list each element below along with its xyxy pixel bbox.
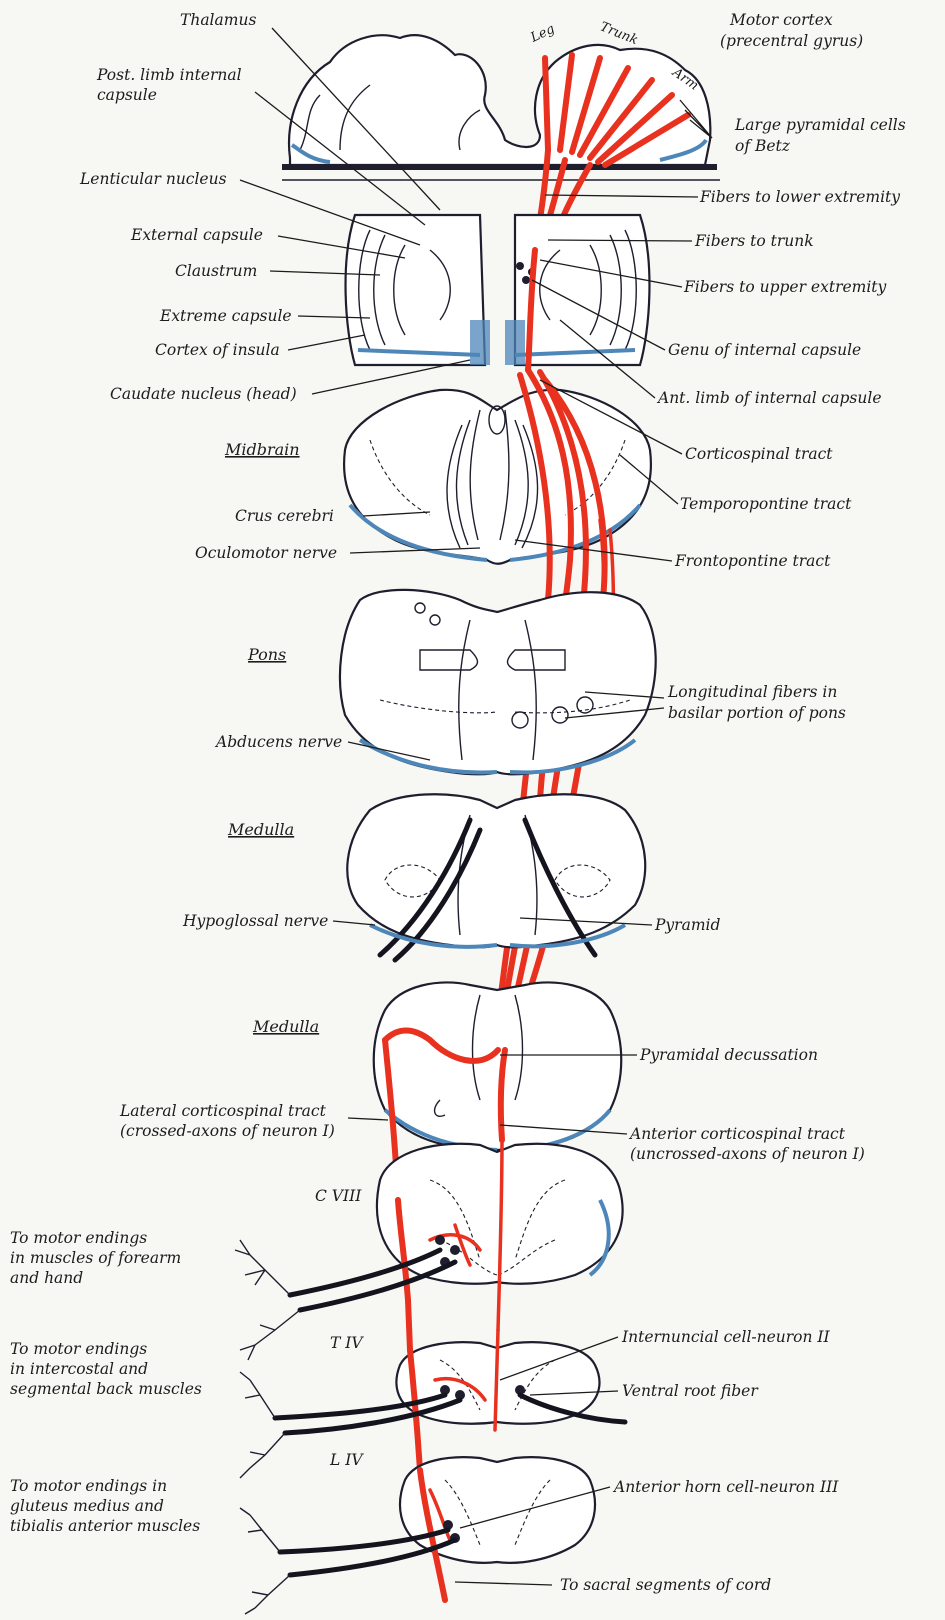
label-frontopontine: Frontopontine tract bbox=[674, 552, 831, 570]
spinal-cord-l4-section bbox=[280, 1457, 595, 1600]
label-forearm-3: and hand bbox=[10, 1269, 83, 1287]
label-temporopontine: Temporopontine tract bbox=[680, 495, 852, 513]
label-c8: C VIII bbox=[315, 1187, 362, 1205]
label-fibers-upper: Fibers to upper extremity bbox=[683, 278, 887, 296]
internal-capsule-section bbox=[346, 215, 650, 370]
label-gluteus-3: tibialis anterior muscles bbox=[10, 1517, 200, 1535]
label-decussation: Pyramidal decussation bbox=[639, 1046, 818, 1064]
pons-section bbox=[340, 590, 656, 774]
label-ant-limb: Ant. limb of internal capsule bbox=[656, 389, 882, 407]
label-pons: Pons bbox=[247, 645, 286, 664]
label-trunk: Trunk bbox=[598, 19, 640, 48]
label-crus: Crus cerebri bbox=[235, 507, 334, 525]
label-ventral-root: Ventral root fiber bbox=[622, 1382, 759, 1400]
label-longitudinal-1: Longitudinal fibers in bbox=[667, 683, 837, 701]
label-lateral-cst-1: Lateral corticospinal tract bbox=[119, 1102, 327, 1120]
label-betz-2: of Betz bbox=[735, 137, 791, 155]
label-abducens: Abducens nerve bbox=[214, 733, 342, 751]
label-genu: Genu of internal capsule bbox=[668, 341, 861, 359]
upper-medulla-section bbox=[347, 794, 645, 960]
label-post-limb-1: Post. limb internal bbox=[96, 66, 242, 84]
label-anterior-cst-2: (uncrossed-axons of neuron I) bbox=[630, 1145, 865, 1163]
label-medulla-1: Medulla bbox=[227, 820, 294, 839]
label-anterior-cst-1: Anterior corticospinal tract bbox=[628, 1125, 846, 1143]
label-pyramid: Pyramid bbox=[654, 916, 720, 934]
label-anterior-horn: Anterior horn cell-neuron III bbox=[612, 1478, 839, 1496]
label-external-capsule: External capsule bbox=[130, 226, 263, 244]
label-fibers-lower: Fibers to lower extremity bbox=[699, 188, 900, 206]
label-l4: L IV bbox=[329, 1451, 364, 1469]
label-longitudinal-2: basilar portion of pons bbox=[668, 704, 846, 722]
label-gluteus-2: gluteus medius and bbox=[10, 1497, 164, 1515]
label-leg: Leg bbox=[528, 22, 558, 46]
label-oculomotor: Oculomotor nerve bbox=[195, 544, 337, 562]
label-post-limb-2: capsule bbox=[97, 86, 157, 104]
label-fibers-trunk: Fibers to trunk bbox=[694, 232, 814, 250]
label-motor-cortex-1: Motor cortex bbox=[729, 11, 833, 29]
label-corticospinal: Corticospinal tract bbox=[685, 445, 833, 463]
spinal-cord-c8-section bbox=[290, 1140, 623, 1350]
label-lateral-cst-2: (crossed-axons of neuron I) bbox=[120, 1122, 335, 1140]
label-motor-cortex-2: (precentral gyrus) bbox=[720, 32, 863, 50]
label-internuncial: Internuncial cell-neuron II bbox=[621, 1328, 831, 1346]
label-claustrum: Claustrum bbox=[175, 262, 257, 280]
label-forearm-2: in muscles of forearm bbox=[10, 1249, 181, 1267]
label-midbrain: Midbrain bbox=[224, 440, 300, 459]
label-gluteus-1: To motor endings in bbox=[10, 1477, 167, 1495]
label-forearm-1: To motor endings bbox=[10, 1229, 147, 1247]
label-betz-1: Large pyramidal cells bbox=[734, 116, 906, 134]
label-t4: T IV bbox=[330, 1334, 364, 1352]
label-caudate: Caudate nucleus (head) bbox=[110, 385, 297, 403]
label-intercostal-2: in intercostal and bbox=[10, 1360, 148, 1378]
label-hypoglossal: Hypoglossal nerve bbox=[182, 912, 328, 930]
label-sacral: To sacral segments of cord bbox=[560, 1576, 771, 1594]
label-lenticular: Lenticular nucleus bbox=[79, 170, 227, 188]
label-extreme-capsule: Extreme capsule bbox=[159, 307, 292, 325]
label-medulla-2: Medulla bbox=[252, 1017, 319, 1036]
label-intercostal-1: To motor endings bbox=[10, 1340, 147, 1358]
label-intercostal-3: segmental back muscles bbox=[10, 1380, 202, 1398]
label-cortex-insula: Cortex of insula bbox=[155, 341, 280, 359]
label-thalamus: Thalamus bbox=[180, 11, 256, 29]
spinal-cord-t4-section bbox=[275, 1330, 625, 1470]
